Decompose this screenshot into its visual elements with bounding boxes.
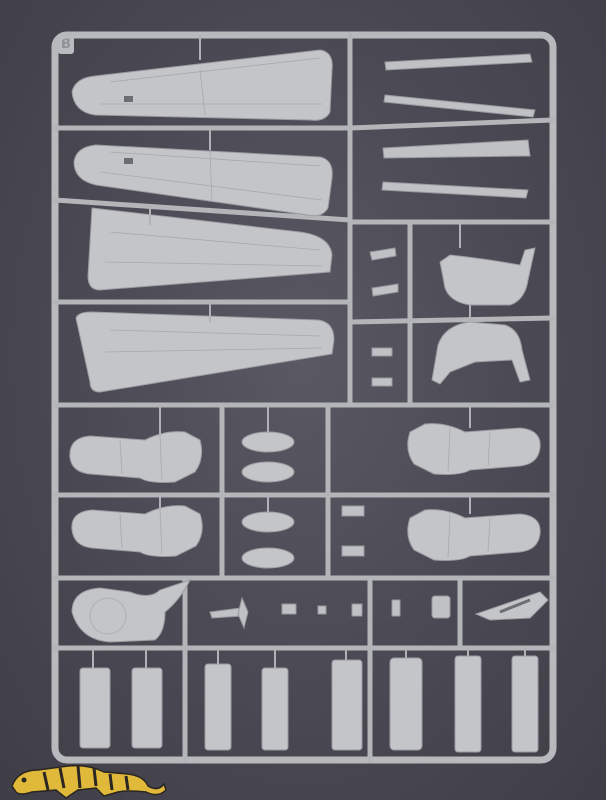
cockpit-tub-1 (439, 247, 536, 306)
nacelle-part-2 (71, 505, 203, 557)
control-surface-parts (79, 655, 539, 753)
small-detail-parts (281, 595, 451, 619)
wing-part-2 (73, 144, 333, 217)
propeller-part (209, 596, 249, 630)
small-brackets (369, 247, 399, 387)
wing-part-1 (71, 49, 333, 121)
tiger-icon (11, 764, 167, 799)
drop-tanks (241, 431, 295, 569)
sprue-letter-tag: B (58, 36, 74, 54)
cockpit-tub-2 (431, 321, 531, 385)
sprue-outer-frame (51, 31, 557, 764)
engine-cowl (71, 579, 191, 643)
nacelle-part-4 (407, 509, 541, 561)
attachment-gates (92, 35, 526, 668)
wing-part-4 (75, 311, 335, 393)
center-small-parts (341, 505, 365, 557)
wing-part-3 (87, 207, 333, 291)
canopy-part (474, 591, 549, 621)
strut-parts (381, 53, 536, 199)
nacelle-part-3 (407, 423, 541, 475)
nacelle-part-1 (69, 431, 203, 483)
